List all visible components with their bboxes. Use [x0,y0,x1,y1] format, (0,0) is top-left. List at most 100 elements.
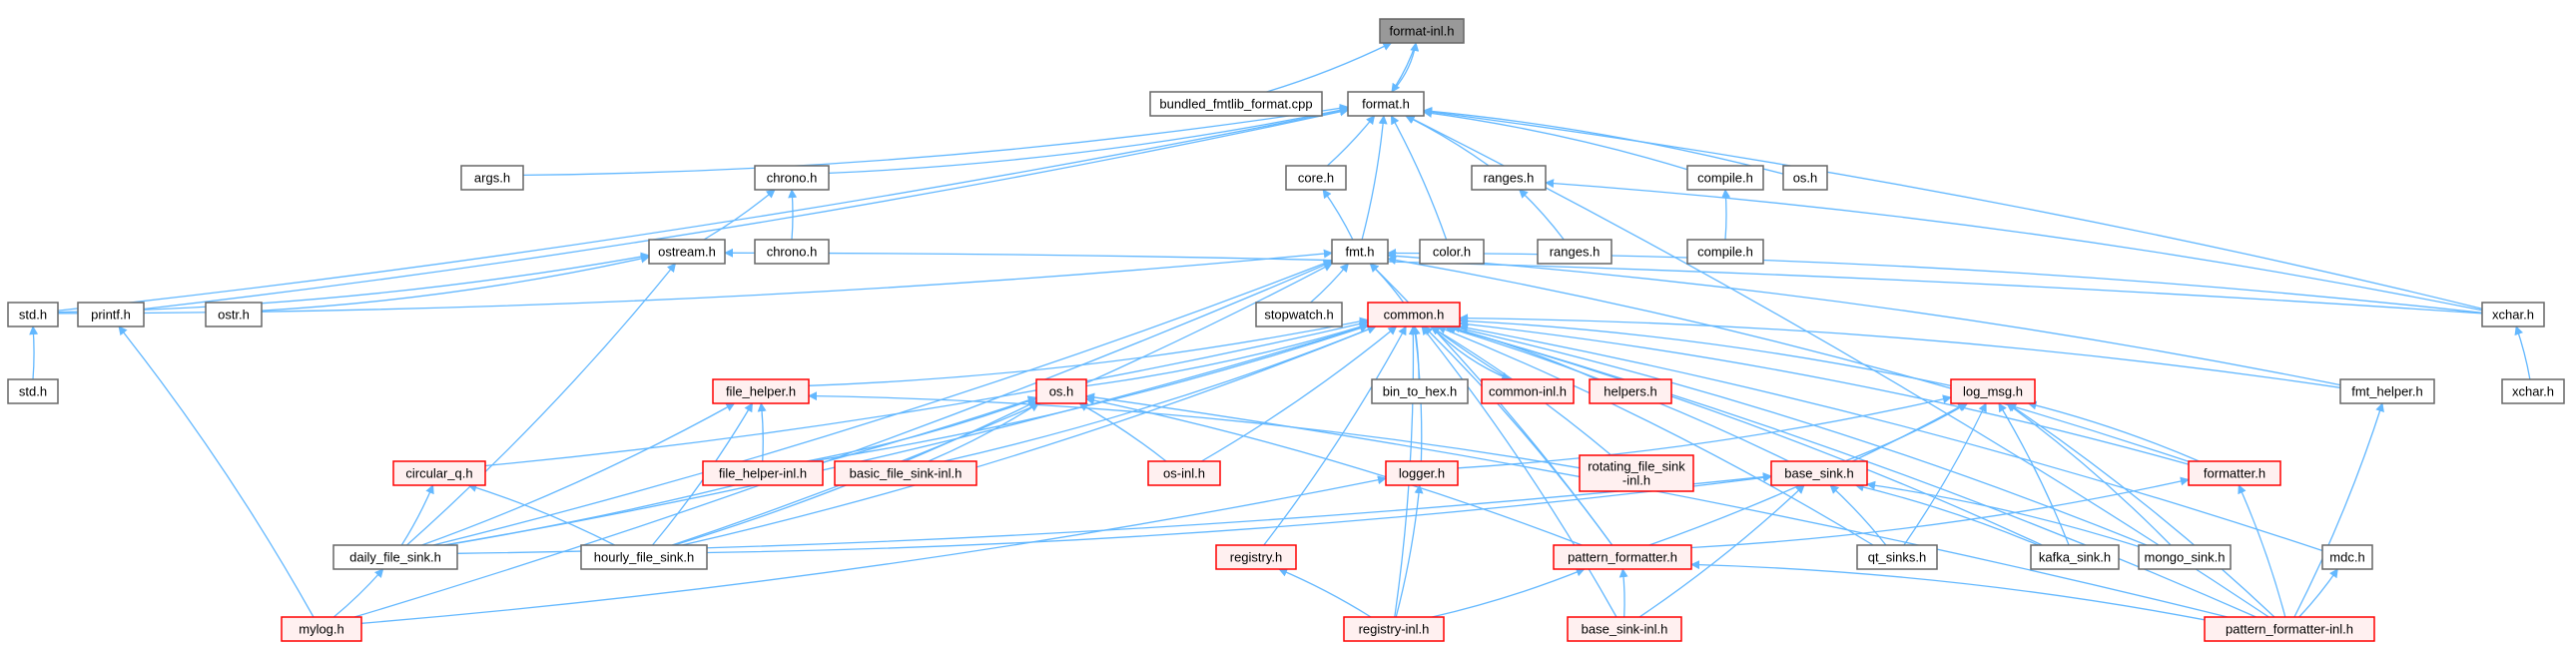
dependency-edge [1459,314,2341,388]
graph-node-file-helper-inl[interactable]: file_helper-inl.h [702,460,824,486]
dependency-edge [928,402,1039,462]
node-label: ranges.h [1550,245,1601,260]
node-label: mylog.h [299,622,344,637]
node-box [754,165,830,191]
dependency-edge [332,568,384,618]
graph-node-ostr[interactable]: ostr.h [205,302,263,327]
graph-node-formatter[interactable]: formatter.h [2188,460,2281,486]
graph-node-fmt[interactable]: fmt.h [1331,239,1389,265]
graph-node-bin-to-hex[interactable]: bin_to_hex.h [1371,378,1469,404]
graph-node-std2[interactable]: std.h [7,378,59,404]
graph-node-basic-file-sink-inl[interactable]: basic_file_sink-inl.h [834,460,977,486]
graph-node-os[interactable]: os.h [1782,165,1828,191]
dependency-edge [1391,42,1420,93]
graph-node-base-sink[interactable]: base_sink.h [1770,460,1868,486]
graph-node-os-h[interactable]: os.h [1035,378,1087,404]
graph-node-daily[interactable]: daily_file_sink.h [332,544,458,570]
graph-node-hourly[interactable]: hourly_file_sink.h [580,544,708,570]
dependency-edge [445,324,1369,546]
graph-node-format-inl[interactable]: format-inl.h [1379,18,1465,44]
graph-node-chrono[interactable]: chrono.h [754,165,830,191]
graph-node-helpers[interactable]: helpers.h [1589,378,1672,404]
graph-node-logger[interactable]: logger.h [1385,460,1459,486]
dependency-edge [421,402,736,546]
node-label: rotating_file_sink [1588,459,1685,474]
node-box [2188,460,2281,486]
graph-node-circular-q[interactable]: circular_q.h [392,460,486,486]
node-box [1255,302,1343,327]
graph-node-pattern-formatter-inl[interactable]: pattern_formatter-inl.h [2204,616,2375,642]
graph-node-kafka[interactable]: kafka_sink.h [2030,544,2120,570]
node-box [754,239,830,265]
node-box [2138,544,2232,570]
node-box [392,460,486,486]
graph-node-color[interactable]: color.h [1419,239,1485,265]
dependency-edge [828,105,1349,175]
dependency-edge [1423,107,2483,310]
node-box [1553,544,1692,570]
graph-node-pattern-formatter[interactable]: pattern_formatter.h [1553,544,1692,570]
graph-node-ranges2[interactable]: ranges.h [1537,239,1612,265]
node-label: base_sink-inl.h [1582,622,1668,637]
node-label: color.h [1433,245,1471,260]
dependency-edge [1423,108,1688,171]
graph-node-xchar[interactable]: xchar.h [2481,302,2545,327]
graph-node-mongo[interactable]: mongo_sink.h [2138,544,2232,570]
graph-node-bundled[interactable]: bundled_fmtlib_format.cpp [1149,91,1323,117]
graph-node-std[interactable]: std.h [7,302,59,327]
graph-node-rotating[interactable]: rotating_file_sink-inl.h [1579,454,1694,492]
graph-node-registry-inl[interactable]: registry-inl.h [1343,616,1445,642]
dependency-edge [29,325,39,380]
graph-node-core[interactable]: core.h [1285,165,1347,191]
graph-node-compile2[interactable]: compile.h [1686,239,1764,265]
node-box [1149,91,1323,117]
dependency-edge [484,319,1369,467]
graph-node-common[interactable]: common.h [1367,302,1461,327]
node-label: pattern_formatter-inl.h [2226,622,2353,637]
graph-node-file-helper[interactable]: file_helper.h [712,378,810,404]
node-label: ranges.h [1484,171,1535,186]
node-box [1567,616,1682,642]
dependency-edge [2514,325,2531,380]
graph-node-mdc[interactable]: mdc.h [2321,544,2373,570]
dependency-edge [261,254,650,312]
graph-node-printf[interactable]: printf.h [77,302,145,327]
graph-node-compile[interactable]: compile.h [1686,165,1764,191]
graph-node-stopwatch[interactable]: stopwatch.h [1255,302,1343,327]
graph-node-qt-sinks[interactable]: qt_sinks.h [1856,544,1938,570]
node-box [1379,18,1465,44]
node-label: bundled_fmtlib_format.cpp [1159,97,1312,112]
graph-node-fmt-helper[interactable]: fmt_helper.h [2339,378,2435,404]
dependency-edge [1721,189,1731,241]
dependency-edge [1432,567,1586,618]
node-box [648,239,726,265]
node-label: common.h [1384,308,1445,323]
graph-node-common-inl[interactable]: common-inl.h [1481,378,1575,404]
node-box [1686,239,1764,265]
dependency-edge [400,484,434,546]
graph-node-os-inl[interactable]: os-inl.h [1147,460,1221,486]
graph-node-xchar2[interactable]: xchar.h [2501,378,2565,404]
graph-node-mylog[interactable]: mylog.h [281,616,362,642]
dependency-edge [1998,402,2070,546]
graph-node-base-sink-inl[interactable]: base_sink-inl.h [1567,616,1682,642]
node-box [1371,378,1469,404]
node-box [1215,544,1297,570]
graph-node-ostream[interactable]: ostream.h [648,239,726,265]
graph-node-chrono2[interactable]: chrono.h [754,239,830,265]
dependency-edge [118,325,315,618]
node-label: std.h [19,308,47,323]
dependency-edge [2006,402,2172,546]
graph-node-ranges[interactable]: ranges.h [1471,165,1547,191]
node-label: chrono.h [767,171,818,186]
node-label: registry-inl.h [1359,622,1430,637]
node-label: daily_file_sink.h [349,550,441,565]
graph-node-args[interactable]: args.h [460,165,524,191]
graph-node-format[interactable]: format.h [1347,91,1425,117]
node-label: std.h [19,384,47,399]
node-label: pattern_formatter.h [1568,550,1677,565]
node-box [1285,165,1347,191]
graph-node-registry[interactable]: registry.h [1215,544,1297,570]
node-box [1770,460,1868,486]
graph-node-log-msg[interactable]: log_msg.h [1950,378,2036,404]
